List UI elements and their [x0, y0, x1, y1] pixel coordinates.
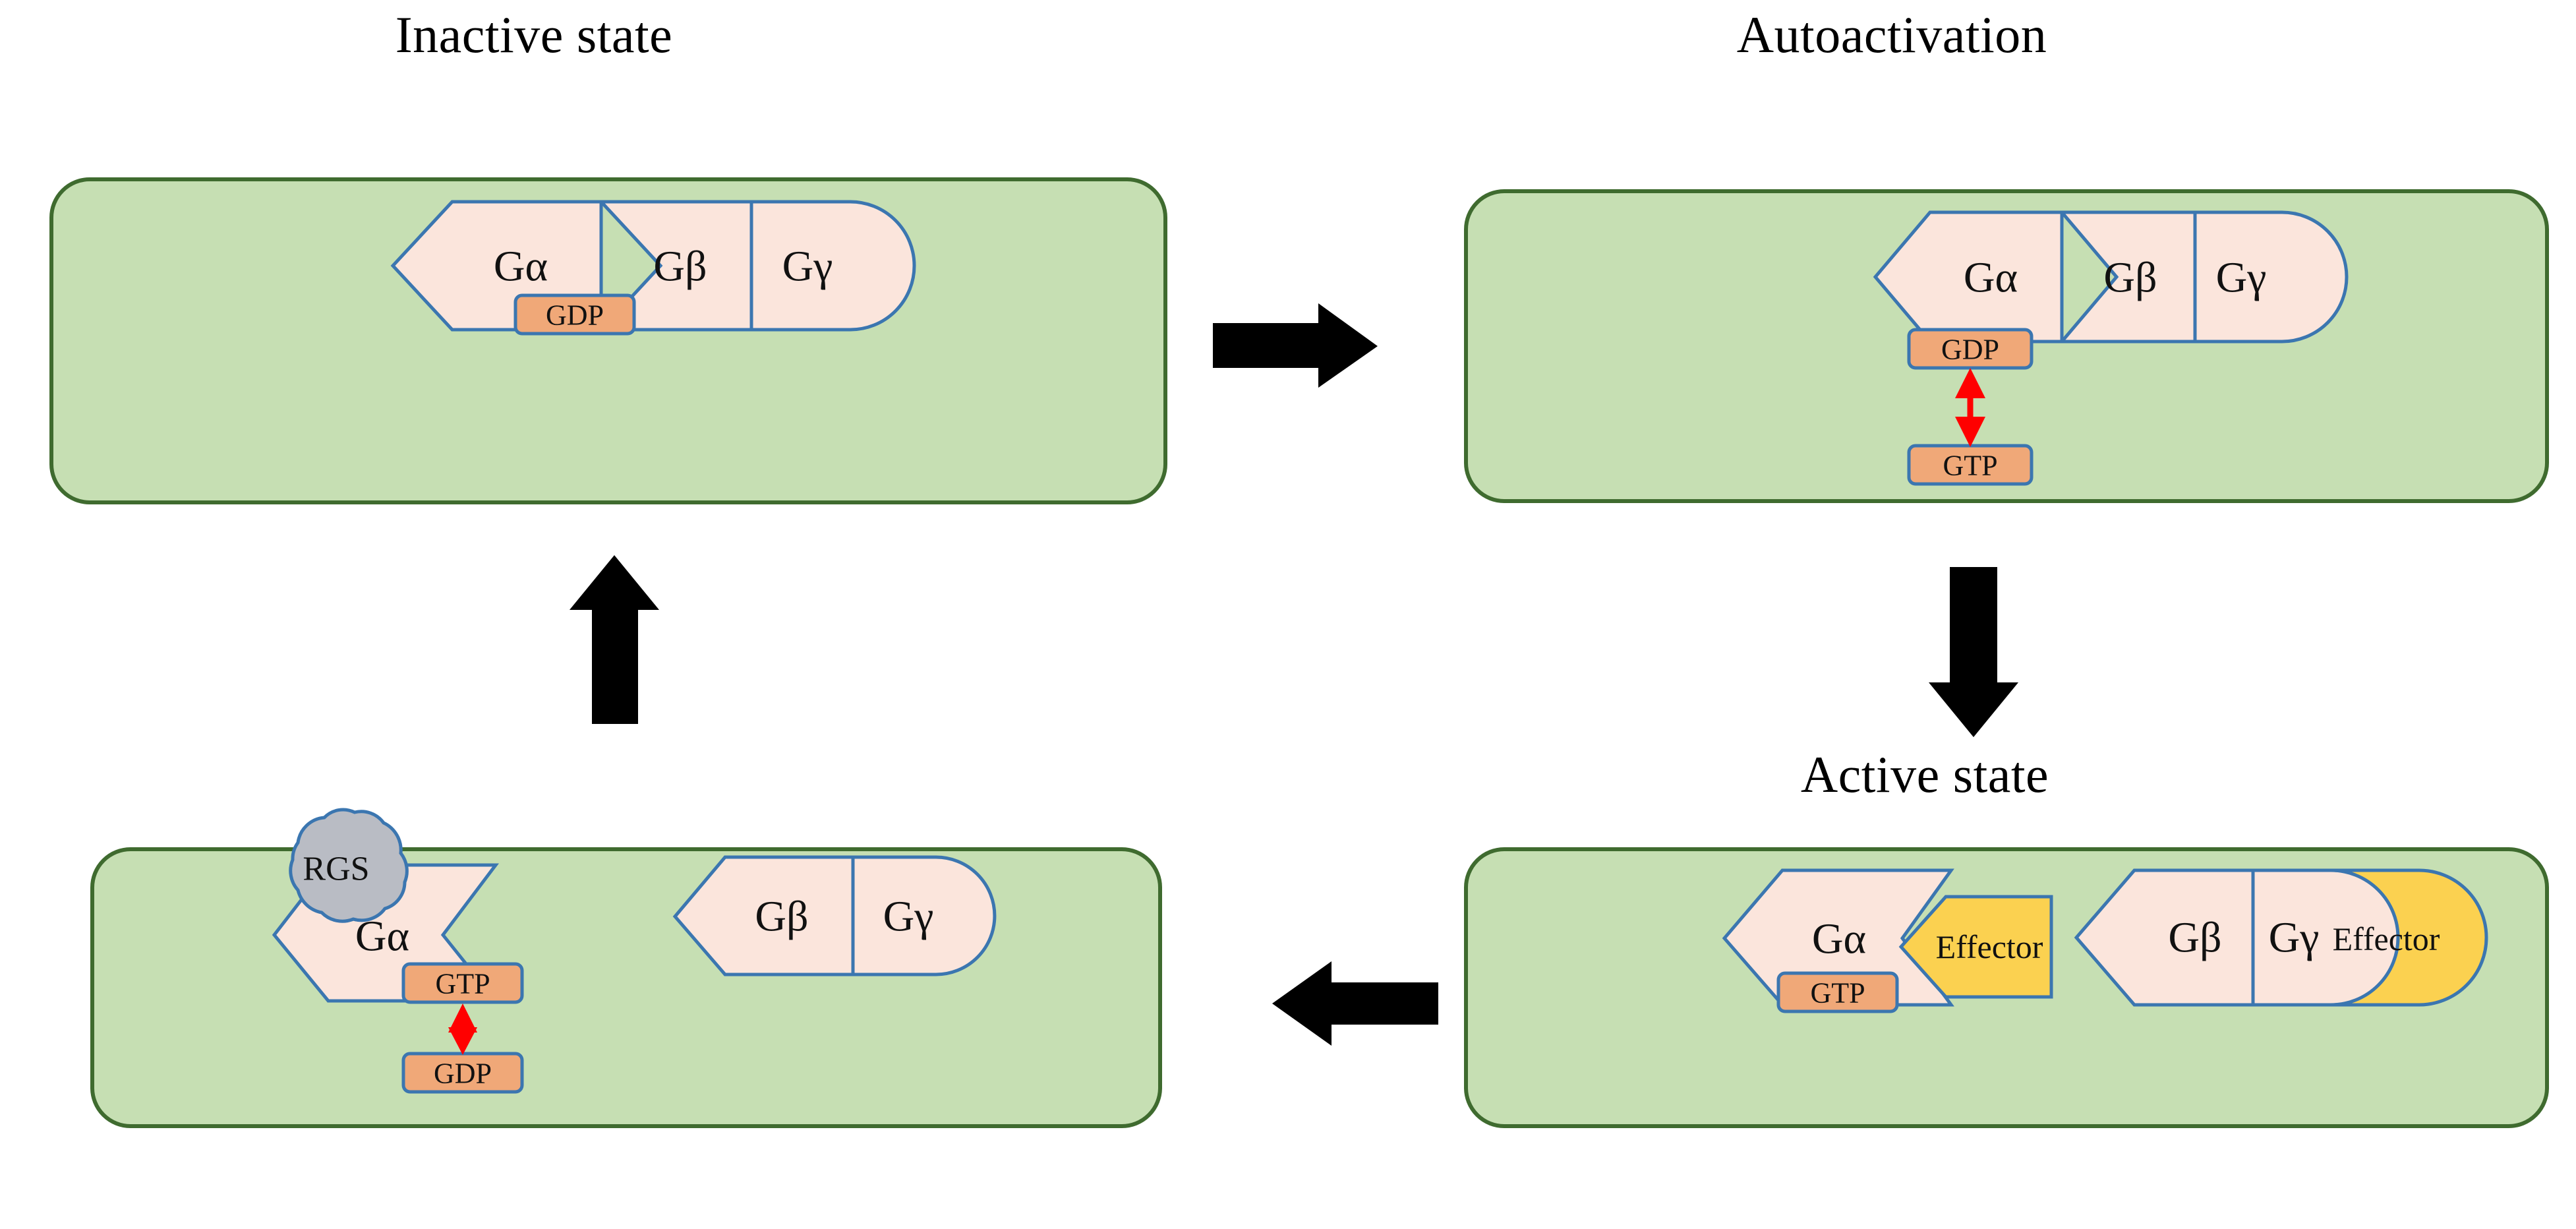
subunit-label-galpha-rgs: Gα [355, 913, 409, 961]
subunit-label-galpha-inactive: Gα [494, 243, 548, 291]
panel-title-inactive-state: Inactive state [395, 6, 673, 63]
subunit-galpha-rgs [272, 863, 500, 1003]
panel-title-active-state: Active state [1800, 746, 2049, 803]
effector-label-alpha-active: Effector [1936, 928, 2043, 965]
subunit-label-galpha-autoactivation: Gα [1964, 254, 2018, 302]
subunit-label-ggamma-autoactivation: Gγ [2216, 254, 2267, 302]
subunit-label-ggamma-inactive: Gγ [782, 243, 833, 291]
nucleotide-label-gdp-autoactivation: GDP [1941, 334, 1999, 366]
subunit-label-gbeta-active: Gβ [2168, 914, 2221, 962]
panel-title-autoactivation: Autoactivation [1736, 6, 2047, 63]
nucleotide-gdp-autoactivation [1907, 328, 2034, 370]
nucleotide-label-gtp-active: GTP [1810, 977, 1865, 1009]
nucleotide-gdp-inactive [513, 293, 636, 336]
exchange-arrow-autoactivation [1955, 368, 1985, 447]
subunit-gbeta-inactive [597, 200, 753, 332]
cell-body-inactive-state [49, 177, 1167, 504]
subunit-galpha-inactive [390, 200, 603, 332]
arrow-autoactivation-to-down-active [1929, 567, 2018, 737]
subunit-ggamma-autoactivation [2193, 210, 2349, 344]
effector-betagamma-active [2330, 868, 2488, 1007]
subunit-label-gbeta-autoactivation: Gβ [2103, 254, 2157, 302]
subunit-label-gbeta-rgs: Gβ [755, 893, 808, 941]
subunit-galpha-autoactivation [1873, 210, 2064, 344]
arrow-active-to-rgs [1272, 961, 1438, 1046]
effector-alpha-active [1898, 895, 2053, 999]
subunit-gbeta-rgs [672, 855, 855, 976]
subunit-gbeta-autoactivation [2058, 210, 2197, 344]
subunit-gbeta-active [2074, 868, 2255, 1007]
cell-body-autoactivation [1464, 189, 2549, 503]
nucleotide-label-gdp-rgs: GDP [434, 1058, 492, 1090]
subunit-ggamma-active [2251, 868, 2403, 1007]
subunit-label-ggamma-active: Gγ [2269, 914, 2320, 962]
regulator-rgs: RGS [289, 808, 409, 923]
subunit-label-gbeta-inactive: Gβ [653, 243, 707, 291]
nucleotide-label-gtp-rgs: GTP [435, 968, 490, 1000]
exchange-arrow-rgs [448, 1004, 477, 1055]
regulator-label-rgs: RGS [303, 851, 369, 888]
subunit-ggamma-inactive [749, 200, 916, 332]
subunit-ggamma-rgs [851, 855, 997, 976]
effector-label-betagamma-active: Effector [2333, 920, 2440, 957]
nucleotide-gtp-active [1776, 971, 1899, 1013]
arrow-inactive-to-autoactivation [1213, 303, 1378, 388]
cell-body-rgs-inactivation [90, 847, 1162, 1128]
subunit-label-galpha-active: Gα [1812, 915, 1866, 963]
subunit-galpha-active [1722, 868, 1954, 1007]
nucleotide-label-gdp-inactive: GDP [546, 299, 604, 332]
nucleotide-gtp-autoactivation [1907, 444, 2034, 486]
nucleotide-gtp-rgs [401, 962, 524, 1004]
nucleotide-gdp-rgs [401, 1052, 524, 1094]
arrow-rgs-to-inactive [570, 555, 659, 724]
cell-body-active-state [1464, 847, 2549, 1128]
subunit-label-ggamma-rgs: Gγ [883, 893, 934, 941]
nucleotide-label-gtp-autoactivation: GTP [1943, 450, 1997, 482]
